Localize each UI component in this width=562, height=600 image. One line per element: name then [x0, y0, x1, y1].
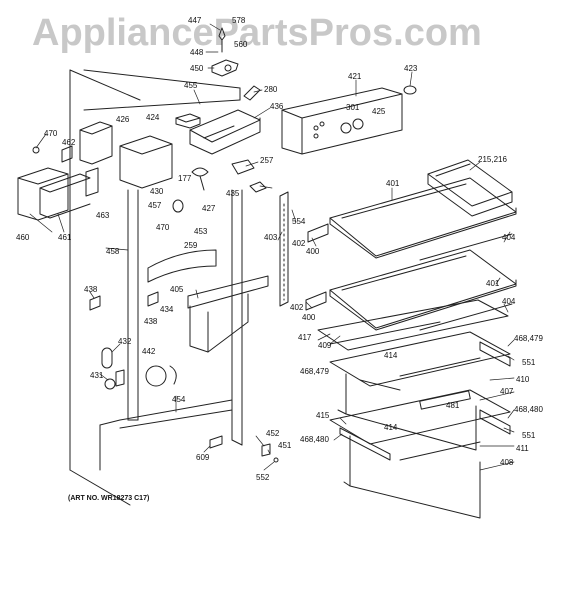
callout-481: 481 — [446, 401, 460, 410]
callout-432: 432 — [118, 337, 132, 346]
callout-400-lower: 400 — [302, 313, 316, 322]
callout-455: 455 — [184, 81, 198, 90]
callout-468-479-left: 468,479 — [300, 367, 329, 376]
callout-448: 448 — [190, 48, 204, 57]
left-side-parts — [17, 121, 173, 221]
callout-labels: 447 578 448 560 450 455 280 421 423 436 … — [16, 16, 543, 482]
callout-551-lower: 551 — [522, 431, 536, 440]
callout-470-mid: 470 — [156, 223, 170, 232]
control-housing — [281, 85, 417, 155]
callout-458: 458 — [106, 247, 120, 256]
callout-409: 409 — [318, 341, 332, 350]
damper-control-parts — [175, 27, 261, 155]
callout-427: 427 — [202, 204, 216, 213]
callout-435: 435 — [226, 189, 240, 198]
shelf-frame — [317, 299, 509, 351]
callout-403: 403 — [264, 233, 278, 242]
callout-453: 453 — [194, 227, 208, 236]
watermark: AppliancePartsPros.com — [32, 12, 482, 54]
callout-462: 462 — [62, 138, 76, 147]
callout-257: 257 — [260, 156, 274, 165]
upper-shelf — [307, 177, 517, 261]
callout-457: 457 — [148, 201, 162, 210]
callout-301: 301 — [346, 103, 360, 112]
callout-414-upper: 414 — [384, 351, 398, 360]
callout-450: 450 — [190, 64, 204, 73]
callout-280: 280 — [264, 85, 278, 94]
leader-lines — [29, 23, 515, 471]
callout-461: 461 — [58, 233, 72, 242]
callout-560: 560 — [234, 40, 248, 49]
callout-417: 417 — [298, 333, 312, 342]
callout-401-lower: 401 — [486, 279, 500, 288]
callout-408: 408 — [500, 458, 514, 467]
callout-402-lower: 402 — [290, 303, 304, 312]
callout-551-upper: 551 — [522, 358, 536, 367]
callout-215-216: 215,216 — [478, 155, 507, 164]
callout-609: 609 — [196, 453, 210, 462]
misc-small-parts — [89, 159, 279, 463]
callout-407: 407 — [500, 387, 514, 396]
callout-411: 411 — [516, 444, 529, 453]
callout-404-upper: 404 — [502, 233, 516, 242]
callout-259: 259 — [184, 241, 198, 250]
middle-shelf — [305, 249, 517, 331]
cabinet-liner — [69, 69, 243, 506]
lower-crisper — [329, 389, 511, 519]
callout-421: 421 — [348, 72, 362, 81]
callout-434: 434 — [160, 305, 174, 314]
callout-468-480-left: 468,480 — [300, 435, 329, 444]
callout-436: 436 — [270, 102, 284, 111]
callout-415: 415 — [316, 411, 330, 420]
callout-554: 554 — [292, 217, 306, 226]
callout-460: 460 — [16, 233, 30, 242]
art-number-label: (ART NO. WR18273 C17) — [68, 495, 150, 502]
callout-430: 430 — [150, 187, 164, 196]
support-rail — [279, 191, 289, 307]
callout-400-upper: 400 — [306, 247, 320, 256]
callout-463: 463 — [96, 211, 110, 220]
callout-414-lower: 414 — [384, 423, 398, 432]
callout-401-upper: 401 — [386, 179, 400, 188]
callout-423: 423 — [404, 64, 418, 73]
callout-425: 425 — [372, 107, 386, 116]
upper-crisper — [329, 331, 511, 451]
callout-424: 424 — [146, 113, 160, 122]
callout-438-mid: 438 — [144, 317, 158, 326]
callout-452: 452 — [266, 429, 280, 438]
callout-402-upper: 402 — [292, 239, 306, 248]
callout-426: 426 — [116, 115, 130, 124]
callout-177: 177 — [178, 174, 192, 183]
callout-552: 552 — [256, 473, 270, 482]
callout-442: 442 — [142, 347, 156, 356]
callout-470-top: 470 — [44, 129, 58, 138]
callout-468-479-right: 468,479 — [514, 334, 543, 343]
callout-410: 410 — [516, 375, 530, 384]
callout-405: 405 — [170, 285, 184, 294]
door-bin — [427, 159, 513, 217]
callout-431: 431 — [90, 371, 104, 380]
callout-438-left: 438 — [84, 285, 98, 294]
callout-578: 578 — [232, 16, 246, 25]
callout-404-lower: 404 — [502, 297, 516, 306]
callout-447: 447 — [188, 16, 202, 25]
callout-468-480-right: 468,480 — [514, 405, 543, 414]
callout-451: 451 — [278, 441, 292, 450]
callout-454: 454 — [172, 395, 186, 404]
